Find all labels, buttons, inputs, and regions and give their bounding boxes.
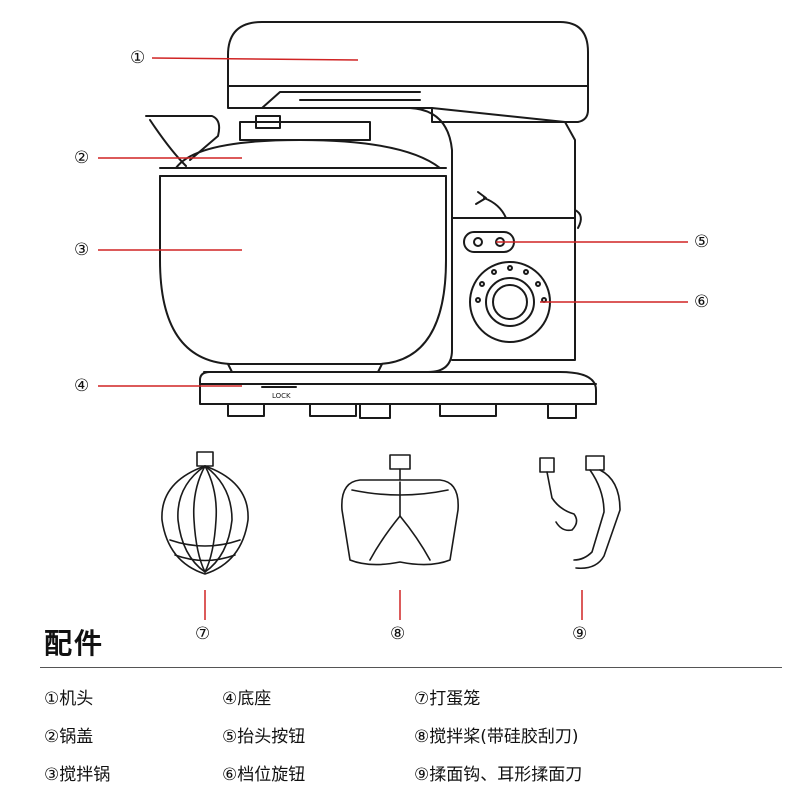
lock-label: LOCK (272, 392, 291, 400)
legend-item-speed-knob: ⑥档位旋钮 (222, 765, 306, 785)
callout-8: ⑧ (390, 624, 406, 644)
callout-5: ⑤ (694, 232, 710, 252)
legend-item-mixing-bowl: ③搅拌锅 (44, 765, 111, 785)
head-lift-button (463, 191, 515, 253)
callout-9: ⑨ (572, 624, 588, 644)
bowl-lid (145, 115, 447, 177)
legend-item-head-lift-button: ⑤抬头按钮 (222, 727, 306, 747)
flat-beater-attachment (341, 454, 459, 566)
legend-item-whisk: ⑦打蛋笼 (414, 689, 481, 709)
legend-item-machine-head: ①机头 (44, 689, 94, 709)
mixer-head (227, 21, 589, 123)
legend-item-dough-hook: ⑨揉面钩、耳形揉面刀 (414, 765, 583, 785)
divider (40, 667, 782, 668)
callout-7: ⑦ (195, 624, 211, 644)
callout-1: ① (130, 48, 146, 68)
callout-3: ③ (74, 240, 90, 260)
dough-hook-attachment (539, 455, 621, 570)
mixer-body (409, 107, 582, 373)
whisk-attachment (161, 451, 249, 575)
section-title: 配件 (44, 627, 105, 660)
speed-knob (469, 261, 551, 343)
callout-2: ② (74, 148, 90, 168)
leader-lines (98, 57, 688, 620)
legend-item-flat-beater: ⑧搅拌桨(带硅胶刮刀) (414, 727, 579, 747)
mixer-base (199, 371, 597, 419)
callout-4: ④ (74, 376, 90, 396)
legend-item-bowl-lid: ②锅盖 (44, 727, 94, 747)
callout-6: ⑥ (694, 292, 710, 312)
legend-item-base: ④底座 (222, 689, 272, 709)
mixing-bowl (159, 175, 447, 373)
